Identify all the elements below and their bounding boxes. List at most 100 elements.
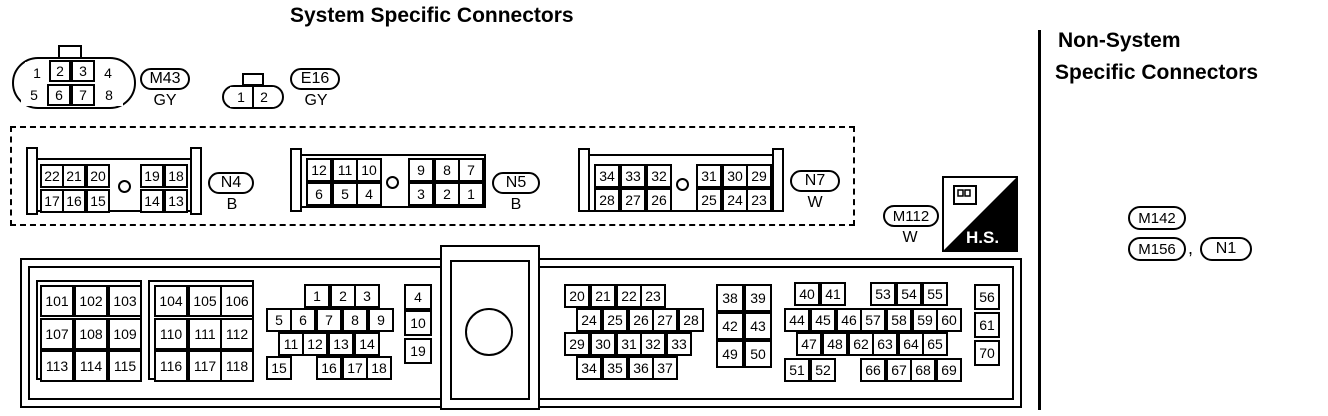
pin: 51 — [784, 358, 810, 382]
pin: 8 — [342, 308, 368, 332]
pin: 29 — [746, 164, 772, 188]
pin: 2 — [330, 284, 356, 308]
pin: 5 — [21, 84, 47, 106]
pin: 118 — [220, 350, 254, 382]
pin: 34 — [594, 164, 620, 188]
pin: 32 — [640, 332, 666, 356]
pin: 105 — [188, 285, 222, 317]
pin: 112 — [220, 318, 254, 350]
pin: 57 — [860, 308, 886, 332]
ecm-center-lock — [440, 245, 540, 410]
pin: 15 — [86, 189, 110, 213]
pin: 62 — [848, 332, 874, 356]
pin: 59 — [912, 308, 938, 332]
pin: 2 — [434, 182, 460, 206]
non-system-title-line1: Non-System — [1058, 29, 1181, 52]
pin: 48 — [822, 332, 848, 356]
pin: 56 — [974, 284, 1000, 310]
pin: 12 — [306, 158, 332, 182]
color-code-n4: B — [226, 196, 238, 213]
pin: 117 — [188, 350, 222, 382]
pin: 20 — [86, 164, 110, 188]
pin: 70 — [974, 340, 1000, 366]
pin: 6 — [306, 182, 332, 206]
pin: 17 — [342, 356, 368, 380]
n5-key-hole — [386, 176, 399, 189]
pin: 52 — [810, 358, 836, 382]
pin: 4 — [95, 62, 121, 84]
pin: 14 — [140, 189, 164, 213]
pin: 109 — [108, 318, 142, 350]
system-specific-title: System Specific Connectors — [290, 4, 574, 27]
pin: 43 — [744, 312, 772, 340]
n5-housing — [300, 154, 486, 208]
pin: 60 — [936, 308, 962, 332]
ecm-center-lock-inner — [450, 260, 530, 400]
pin: 19 — [404, 338, 432, 364]
pin: 9 — [408, 158, 434, 182]
pin: 17 — [40, 189, 64, 213]
pin: 9 — [368, 308, 394, 332]
connector-id-m142: M142 — [1128, 206, 1186, 230]
pin: 114 — [74, 350, 108, 382]
pin: 26 — [646, 188, 672, 212]
pin: 64 — [898, 332, 924, 356]
connector-id-n7: N7 — [790, 170, 840, 192]
color-code-m43: GY — [153, 92, 177, 109]
n4-key-hole — [118, 180, 131, 193]
pin: 33 — [666, 332, 692, 356]
pin: 103 — [108, 285, 142, 317]
pin: 42 — [716, 312, 744, 340]
pin: 102 — [74, 285, 108, 317]
pin: 30 — [722, 164, 748, 188]
connector-id-m156: M156 — [1128, 237, 1186, 261]
pin: 23 — [746, 188, 772, 212]
pin: 2 — [49, 60, 71, 82]
n4-right-tab — [190, 147, 202, 215]
pin: 113 — [40, 350, 74, 382]
pin: 32 — [646, 164, 672, 188]
pin: 5 — [332, 182, 358, 206]
pin: 25 — [602, 308, 628, 332]
pin: 3 — [408, 182, 434, 206]
pin: 22 — [40, 164, 64, 188]
pin: 22 — [616, 284, 642, 308]
pin: 27 — [620, 188, 646, 212]
connector-id-m112: M112 — [883, 205, 939, 227]
color-code-e16: GY — [304, 92, 328, 109]
pin: 44 — [784, 308, 810, 332]
pin: 101 — [40, 285, 74, 317]
pin: 20 — [564, 284, 590, 308]
pin: 69 — [936, 358, 962, 382]
pin: 10 — [404, 310, 432, 336]
pin: 36 — [628, 356, 654, 380]
pin: 45 — [810, 308, 836, 332]
pin: 16 — [316, 356, 342, 380]
pin: 8 — [95, 84, 123, 106]
pin: 47 — [796, 332, 822, 356]
pin: 25 — [696, 188, 722, 212]
pin: 23 — [640, 284, 666, 308]
pin: 53 — [870, 282, 896, 306]
connector-id-n4: N4 — [208, 172, 254, 194]
pin: 19 — [140, 164, 164, 188]
pin: 49 — [716, 340, 744, 368]
pin: 21 — [62, 164, 86, 188]
ecm-bolt-hole — [465, 308, 513, 356]
pin: 31 — [696, 164, 722, 188]
pin: 6 — [290, 308, 316, 332]
pin: 18 — [164, 164, 188, 188]
connector-id-m43: M43 — [140, 68, 190, 90]
pin: 67 — [886, 358, 912, 382]
pin: 13 — [164, 189, 188, 213]
pin: 61 — [974, 312, 1000, 338]
n7-key-hole — [676, 178, 689, 191]
non-system-title-line2: Specific Connectors — [1055, 61, 1259, 84]
pin: 29 — [564, 332, 590, 356]
pin: 7 — [458, 158, 484, 182]
color-code-n7: W — [807, 194, 823, 211]
section-divider — [1038, 30, 1041, 410]
pin: 2 — [252, 87, 274, 107]
color-code-m112: W — [902, 229, 918, 246]
pin: 21 — [590, 284, 616, 308]
